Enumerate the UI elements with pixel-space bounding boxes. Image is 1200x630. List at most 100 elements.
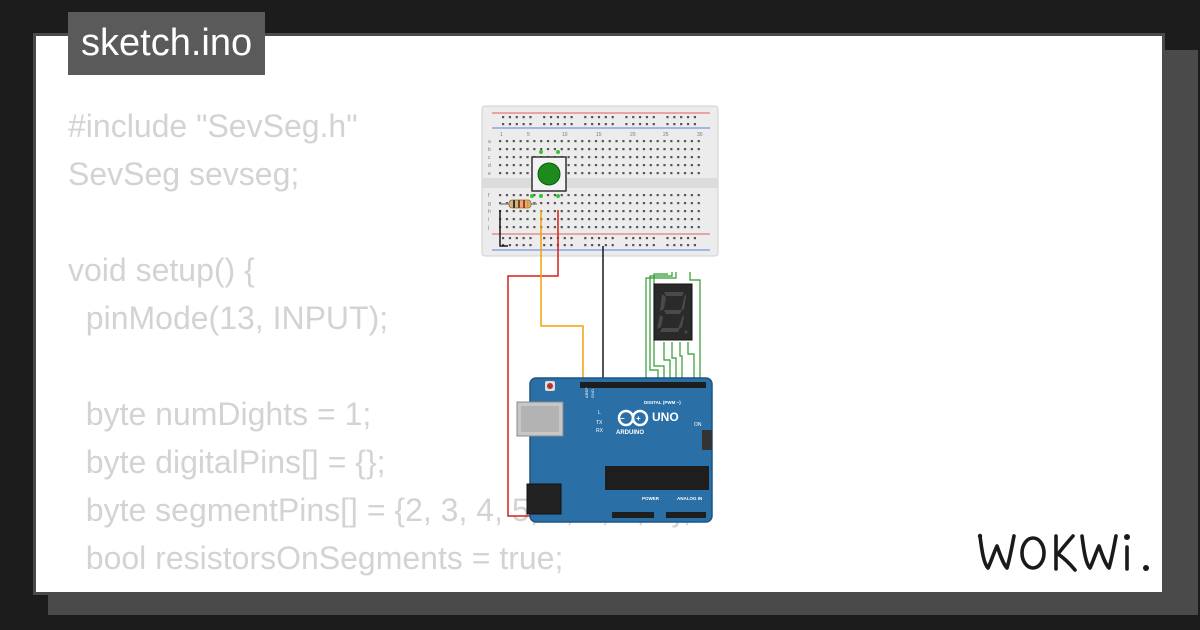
- breadboard-hole: [615, 156, 618, 159]
- breadboard-hole: [519, 156, 522, 159]
- breadboard-hole: [570, 116, 573, 119]
- breadboard-hole: [546, 202, 550, 205]
- breadboard-hole: [677, 148, 680, 151]
- breadboard-hole: [636, 226, 639, 229]
- breadboard-hole: [567, 210, 570, 213]
- breadboard-hole: [553, 140, 556, 143]
- breadboard-hole: [549, 244, 553, 247]
- seven-segment-display[interactable]: [653, 283, 693, 341]
- code-line: void setup() {: [68, 252, 255, 288]
- breadboard-hole: [594, 164, 598, 167]
- breadboard-hole: [642, 194, 646, 197]
- breadboard-hole: [636, 202, 639, 205]
- resistor[interactable]: [500, 199, 537, 209]
- breadboard-hole: [560, 148, 563, 151]
- breadboard-hole: [656, 172, 659, 175]
- breadboard-hole: [629, 156, 632, 159]
- breadboard-hole: [670, 164, 673, 167]
- breadboard-hole: [519, 226, 522, 229]
- breadboard-hole: [588, 202, 591, 205]
- breadboard-hole: [670, 210, 673, 213]
- breadboard-hole: [663, 226, 666, 229]
- breadboard-hole: [604, 116, 607, 119]
- breadboard-hole: [677, 202, 680, 205]
- breadboard-hole: [680, 244, 683, 247]
- breadboard-hole: [639, 116, 642, 119]
- breadboard-hole: [683, 172, 687, 175]
- breadboard-hole: [567, 164, 570, 167]
- breadboard-hole: [549, 116, 553, 119]
- breadboard-hole: [594, 172, 598, 175]
- arduino-uno-board[interactable]: − + UNO ARDUINO DIGITAL (PWM ~) POWER AN…: [516, 377, 713, 523]
- breadboard-hole: [594, 140, 598, 143]
- breadboard-hole: [574, 140, 577, 143]
- breadboard-hole: [512, 140, 515, 143]
- breadboard-hole: [697, 218, 700, 221]
- breadboard-hole: [512, 218, 515, 221]
- breadboard-hole: [597, 123, 601, 126]
- sketch-title[interactable]: sketch.ino: [68, 12, 266, 75]
- breadboard-hole: [615, 218, 618, 221]
- breadboard-hole: [666, 123, 669, 126]
- breadboard-hole: [649, 218, 652, 221]
- wire-black-breadboard[interactable]: [499, 210, 508, 247]
- breadboard-hole: [697, 156, 700, 159]
- breadboard-hole: [553, 194, 556, 197]
- breadboard-hole: [505, 140, 509, 143]
- breadboard-hole: [563, 116, 566, 119]
- breadboard-hole: [697, 148, 700, 151]
- breadboard-hole: [690, 202, 693, 205]
- breadboard-hole: [546, 140, 550, 143]
- breadboard-hole: [625, 244, 628, 247]
- breadboard-hole: [529, 116, 532, 119]
- row-letter: f: [488, 193, 490, 199]
- breadboard-hole: [615, 194, 618, 197]
- breadboard-hole: [533, 218, 536, 221]
- breadboard-hole: [608, 156, 611, 159]
- breadboard-hole: [670, 202, 673, 205]
- breadboard-hole: [608, 140, 611, 143]
- wire-green-bundle[interactable]: [645, 272, 701, 382]
- breadboard-hole: [560, 140, 563, 143]
- breadboard-hole: [546, 194, 550, 197]
- breadboard-hole: [515, 123, 518, 126]
- breadboard-hole: [645, 244, 649, 247]
- breadboard-hole: [608, 164, 611, 167]
- breadboard-hole: [594, 210, 598, 213]
- breadboard-hole: [670, 156, 673, 159]
- breadboard-hole: [604, 244, 607, 247]
- breadboard-hole: [581, 172, 584, 175]
- breadboard-hole: [683, 164, 687, 167]
- breadboard-hole: [656, 140, 659, 143]
- breadboard-hole: [581, 202, 584, 205]
- breadboard-hole: [686, 237, 690, 240]
- push-button[interactable]: [531, 156, 567, 192]
- breadboard-hole: [553, 202, 556, 205]
- breadboard-hole: [642, 226, 646, 229]
- breadboard-hole: [680, 237, 683, 240]
- breadboard-hole: [502, 123, 505, 126]
- breadboard-hole: [574, 210, 577, 213]
- breadboard-hole: [652, 123, 655, 126]
- gnd-label: GND: [590, 389, 595, 398]
- breadboard-hole: [656, 148, 659, 151]
- wire-orange[interactable]: [540, 210, 584, 382]
- breadboard-hole: [611, 237, 614, 240]
- breadboard-hole: [625, 237, 628, 240]
- breadboard-hole: [533, 194, 536, 197]
- breadboard-hole: [622, 218, 625, 221]
- breadboard-hole: [649, 210, 652, 213]
- breadboard-hole: [512, 210, 515, 213]
- breadboard-hole: [622, 194, 625, 197]
- breadboard-hole: [670, 148, 673, 151]
- breadboard-hole: [529, 244, 532, 247]
- breadboard-hole: [670, 226, 673, 229]
- breadboard-hole: [636, 156, 639, 159]
- breadboard-hole: [629, 202, 632, 205]
- code-line: #include "SevSeg.h": [68, 108, 358, 144]
- breadboard-hole: [666, 116, 669, 119]
- column-number: 5: [527, 132, 530, 138]
- wokwi-logo[interactable]: [972, 522, 1152, 582]
- breadboard-hole: [526, 140, 529, 143]
- breadboard-hole: [677, 218, 680, 221]
